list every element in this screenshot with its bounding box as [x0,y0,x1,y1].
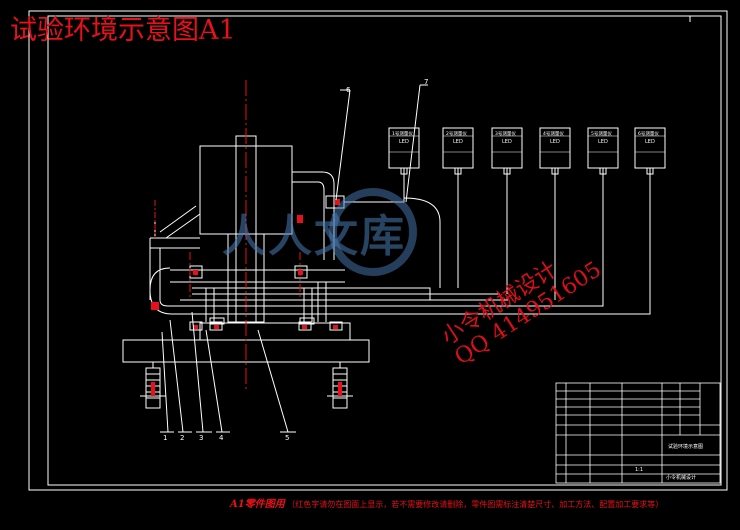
sensor-box: 2号测量仪 LED [442,127,474,175]
caption-body: （红色字请勿在图面上显示，若不需要修改请删除，零件图需标注清楚尺寸、加工方法、配… [287,500,664,509]
inner-frame [47,15,722,486]
title-block-drawing-name: 试验环境示意图 [668,443,703,450]
part-numbers: 1 2 3 4 5 6 7 [163,78,428,442]
sensor-box: 5号测量仪 LED [587,127,619,175]
sensor-row: 1号测量仪 LED 2号测量仪 LED 3号测量仪 LED 4号测量仪 LED 5号测量仪 LED… [388,127,666,175]
sensor-wiring [192,168,651,315]
sensor-led-label: LED [645,139,655,145]
watermark-logo [329,188,417,276]
mounting-block [199,322,351,341]
title-block [555,382,721,484]
sensor-name: 2号测量仪 [446,130,467,137]
caption-label: A1零件图用 [230,499,285,510]
sensor-name: 6号测量仪 [638,130,659,137]
title-block-company: 小令机械设计 [666,474,696,481]
sensor-box: 1号测量仪 LED [388,127,420,175]
sensor-name: 5号测量仪 [591,130,612,137]
svg-text:5: 5 [285,434,289,442]
sensor-led-label: LED [453,139,463,145]
sensor-led-label: LED [550,139,560,145]
sensor-name: 4号测量仪 [543,130,564,137]
sensor-led-label: LED [598,139,608,145]
sensor-box: 3号测量仪 LED [491,127,523,175]
sensor-name: 3号测量仪 [495,130,516,137]
svg-text:7: 7 [424,78,428,86]
outer-frame [28,10,728,491]
svg-text:2: 2 [180,434,184,442]
title-block-scale: 1:1 [635,467,643,473]
svg-text:4: 4 [219,434,224,442]
page-title: 试验环境示意图A1 [10,15,236,46]
svg-text:3: 3 [199,434,203,442]
right-foot [327,362,353,409]
sensor-name: 1号测量仪 [392,130,413,137]
sensor-box: 4号测量仪 LED [539,127,571,175]
left-foot [140,362,166,409]
svg-text:6: 6 [346,86,351,94]
sensor-led-label: LED [502,139,512,145]
sensor-box: 6号测量仪 LED [634,127,666,175]
sensor-led-label: LED [399,139,409,145]
svg-text:1: 1 [163,434,167,442]
caption-note: A1零件图用 （红色字请勿在图面上显示，若不需要修改请删除，零件图需标注清楚尺寸… [230,497,700,513]
watermark-site: 人人文库 [222,211,406,262]
part-leaders [160,311,296,433]
